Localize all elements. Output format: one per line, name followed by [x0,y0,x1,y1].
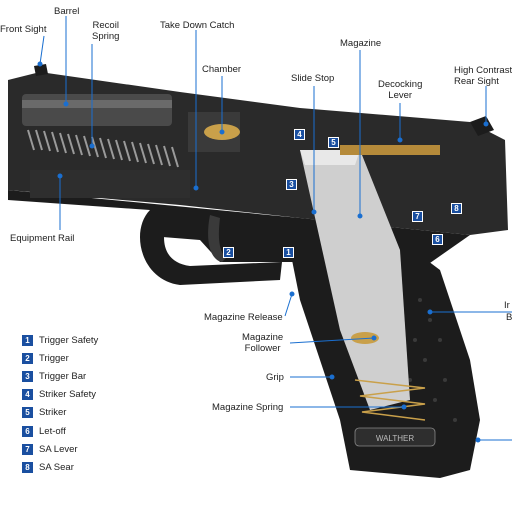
legend-label: Striker Safety [39,389,97,401]
legend-number: 4 [22,389,33,401]
rear-sight-shape [470,116,494,136]
legend-row: 3 Trigger Bar [22,367,98,385]
front-sight-shape [34,64,48,76]
legend-label: Trigger Safety [39,334,99,346]
legend-label: Let-off [39,425,66,437]
label-magazine-release: Magazine Release [204,312,283,323]
legend-label: SA Sear [39,461,74,473]
label-equipment-rail: Equipment Rail [10,233,75,244]
badge-trigger: 2 [223,247,234,258]
badge-striker-safety: 4 [294,129,305,140]
legend-row: 2 Trigger [22,349,98,367]
legend-number: 8 [22,461,33,473]
badge-striker: 5 [328,137,339,148]
label-high-contrast-rear-sight: High Contrast Rear Sight [454,65,512,87]
label-ir-cut: Ir [504,300,510,311]
label-slide-stop: Slide Stop [291,73,335,84]
legend-number: 7 [22,443,33,455]
legend-number: 5 [22,407,33,419]
recoil-spring-shape [27,129,179,168]
label-take-down-catch: Take Down Catch [160,20,235,31]
badge-let-off: 6 [432,234,443,245]
legend-number: 6 [22,425,33,437]
brand-plate [354,427,436,447]
label-magazine-follower: Magazine Follower [242,332,284,354]
badge-trigger-safety: 1 [283,247,294,258]
follower-cartridge [351,332,379,344]
legend-label: SA Lever [39,443,78,455]
label-decocking-lever: Decocking Lever [378,79,423,101]
legend-number: 1 [22,334,33,346]
legend-label: Trigger [39,352,69,364]
label-front-sight: Front Sight [0,24,47,35]
legend-row: 7 SA Lever [22,440,98,458]
legend-row: 4 Striker Safety [22,386,98,404]
legend-number: 3 [22,370,33,382]
label-barrel: Barrel [54,6,80,17]
trigger-shape [208,215,226,262]
legend-row: 5 Striker [22,404,98,422]
legend-row: 1 Trigger Safety [22,331,98,349]
striker-shape [340,145,440,155]
label-grip: Grip [266,372,284,383]
legend-label: Trigger Bar [39,370,87,382]
legend-row: 8 SA Sear [22,458,98,476]
brand-mark: WALTHER [376,434,414,443]
label-b-cut: B [506,312,512,323]
barrel-shape [22,94,172,126]
magazine-spring-shape [354,379,426,421]
legend-label: Striker [39,407,67,419]
legend-row: 6 Let-off [22,422,98,440]
rail-shape [30,170,190,198]
badge-trigger-bar: 3 [286,179,297,190]
badge-sa-lever: 7 [412,211,423,222]
label-recoil-spring: Recoil Spring [92,20,120,42]
label-magazine: Magazine [340,38,382,49]
badge-sa-sear: 8 [451,203,462,214]
label-chamber: Chamber [202,64,242,75]
trigger-guard [140,210,282,285]
magazine-body [300,150,410,410]
label-magazine-spring: Magazine Spring [212,402,284,413]
legend-number: 2 [22,352,33,364]
